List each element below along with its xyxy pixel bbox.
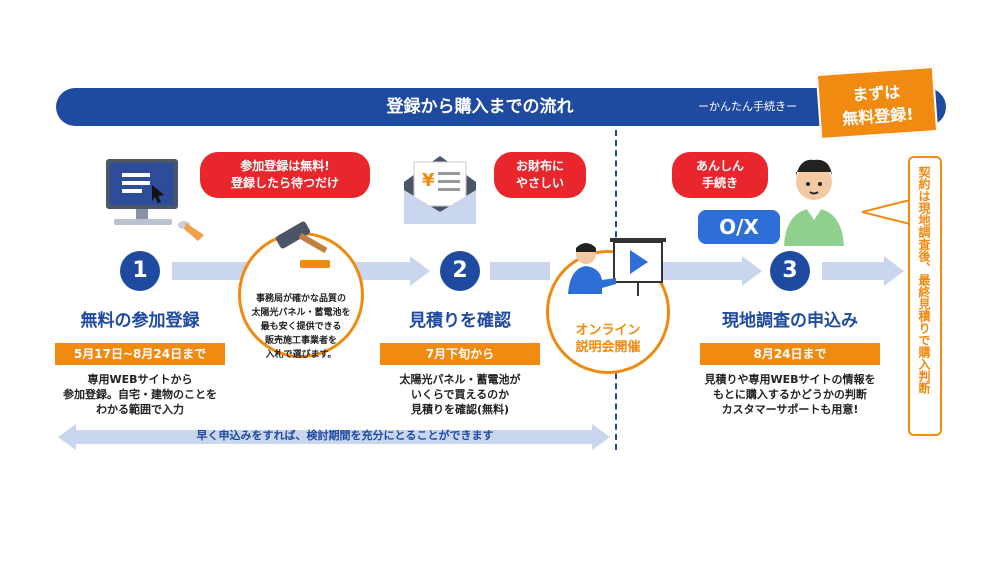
step2-number: 2 <box>440 251 480 291</box>
flow-arrow-4 <box>822 256 904 286</box>
step3-desc: 見積りや専用WEBサイトの情報を もとに購入するかどうかの判断 カスタマーサポー… <box>704 373 876 416</box>
step2-date: 7月下旬から <box>380 343 540 365</box>
ox-sign: O/X <box>698 210 780 244</box>
step1-desc: 専用WEBサイトから 参加登録。自宅・建物のことを わかる範囲で入力 <box>63 373 217 416</box>
step1-title: 無料の参加登録 <box>80 311 200 331</box>
step2-desc: 太陽光パネル・蓄電池が いくらで買えるのか 見積りを確認(無料) <box>399 373 521 416</box>
step2-title: 見積りを確認 <box>409 311 511 331</box>
free-registration-badge: まずは 無料登録! <box>815 65 939 141</box>
svg-text:¥: ¥ <box>422 170 435 191</box>
computer-icon <box>100 155 210 249</box>
header-subtitle: ーかんたん手続きー <box>698 100 797 113</box>
step3-title: 現地調査の申込み <box>722 311 858 331</box>
step3-bubble: あんしん 手続き <box>672 152 768 198</box>
flow-arrow-3 <box>660 256 762 286</box>
step3-number: 3 <box>770 251 810 291</box>
support-person-icon <box>780 150 850 250</box>
gavel-icon <box>268 214 338 276</box>
flow-arrow-2 <box>490 256 550 286</box>
step1-number: 1 <box>120 251 160 291</box>
auction-text: 事務局が確かな品質の 太陽光パネル・蓄電池を 最も安く提供できる 販売施工事業者… <box>251 294 351 360</box>
auction-circle <box>238 232 364 358</box>
online-seminar-text: オンライン 説明会開催 <box>575 323 641 355</box>
header-bar <box>56 88 946 126</box>
step2-bubble: お財布に やさしい <box>494 152 586 198</box>
contract-note-text: 契約は現地調査後、最終見積りで購入判断 <box>917 166 931 394</box>
callout-pointer <box>861 198 912 234</box>
step1-date: 5月17日~8月24日まで <box>55 343 225 365</box>
envelope-icon: ¥ <box>400 150 480 234</box>
step3-date: 8月24日まで <box>700 343 880 365</box>
contract-note-box: 契約は現地調査後、最終見積りで購入判断 <box>908 156 942 436</box>
header-title: 登録から購入までの流れ <box>386 97 574 117</box>
timeline-note: 早く申込みをすれば、検討期間を充分にとることができます <box>196 429 494 442</box>
step1-bubble: 参加登録は無料! 登録したら待つだけ <box>200 152 370 198</box>
timeline-double-arrow <box>58 422 610 456</box>
presentation-icon <box>560 234 670 318</box>
